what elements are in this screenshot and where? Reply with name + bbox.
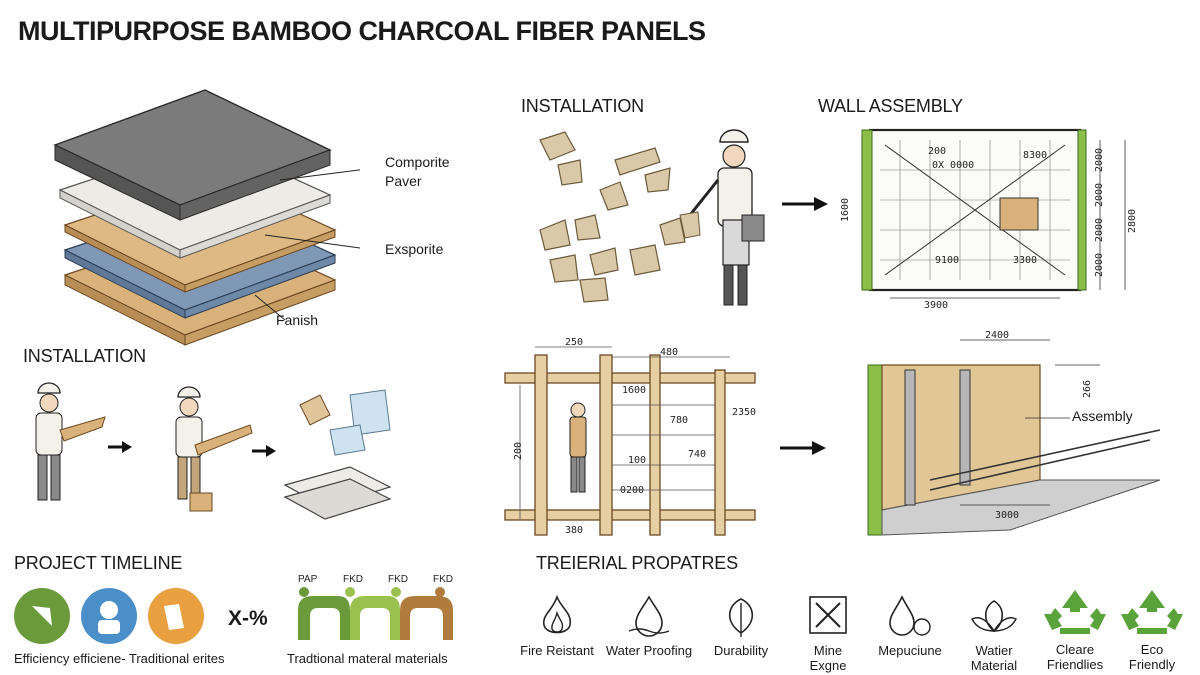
recycle-icon [1044,590,1106,634]
wall-dim-2: 0X 0000 [932,160,974,171]
assembly-dim-2: 3000 [995,510,1019,521]
wall-assembly-heading: WALL ASSEMBLY [818,96,963,116]
wall-dim-4: 2000 [1094,148,1105,172]
page-title: MULTIPURPOSE BAMBOO CHARCOAL FIBER PANEL… [18,16,706,46]
frame-dim-9: 200 [513,442,524,460]
frame-diagram: 250 480 1600 2350 780 740 100 0200 380 2… [504,337,756,536]
property-mepuciune: Mepuciune [872,593,948,659]
layer-label-paver: Paver [385,173,422,189]
wall-dim-7: 2000 [1094,253,1105,277]
property-mepuciune-line1: Mepuciune [878,643,942,658]
timeline-percent: X-% [228,607,268,630]
frame-dim-2: 1600 [622,385,646,396]
property-durability: Durability [702,593,780,659]
frame-dim-6: 100 [628,455,646,466]
property-water-material: Watier Material [958,593,1030,674]
chart-label-0: PAP [298,574,318,585]
worker-step-1 [35,382,106,501]
chart-label-3: FKD [433,574,453,585]
property-cleare: Cleare Friendlies [1038,586,1112,673]
property-eco-line1: Eco [1140,642,1164,657]
installation-pieces-illustration [539,129,765,306]
installation-heading-steps: INSTALLATION [23,346,146,366]
frame-dim-7: 0200 [620,485,644,496]
layer-label-exsporite: Exsporite [385,241,444,257]
property-mine-line2: Exgne [809,657,847,673]
assembly-dim-0: 2400 [985,330,1009,341]
wall-dim-5: 2000 [1094,183,1105,207]
property-water-material-line1: Watier [975,643,1013,658]
property-fire: Fire Reistant [518,593,596,659]
wall-dim-10: 2800 [1127,209,1138,233]
wall-dim-1: 1600 [840,198,851,222]
drop-leaf-icon [889,595,931,636]
wall-dim-3: 8300 [1023,150,1047,161]
wall-dim-11: 3900 [924,300,948,310]
property-eco-line2: Friendly [1128,656,1176,672]
frame-dim-3: 2350 [732,407,756,418]
property-water-material-line2: Material [970,657,1018,673]
arrow-right-1 [782,197,828,211]
arrow-right-2 [780,441,826,455]
wall-dim-8: 9100 [935,255,959,266]
assembly-dim-1: 266 [1082,380,1093,398]
chart-label-1: FKD [343,574,363,585]
layer-label-fanish: Fanish [276,312,319,328]
tools-icon [809,596,847,634]
frame-dim-4: 780 [670,415,688,426]
wall-dim-9: 3300 [1013,255,1037,266]
timeline-caption-left: Efficiency efficiene- Traditional erites [14,651,225,666]
worker-figure [679,129,765,306]
property-mine-line1: Mine [813,643,843,658]
water-drop-icon [628,595,670,637]
frame-dim-0: 250 [565,337,583,348]
wall-assembly-diagram: 200 1600 0X 0000 8300 2000 2000 2000 200… [840,128,1138,310]
property-mine: Mine Exgne [792,593,864,674]
leaf-icon [728,598,754,637]
property-fire-line1: Fire Reistant [520,643,594,658]
recycle-icon-2 [1121,590,1183,634]
flame-icon [542,594,572,634]
layered-panel-illustration [53,89,360,346]
timeline-caption-right: Tradtional materal materials [287,651,448,666]
frame-worker [569,402,587,493]
property-water-line1: Water Proofing [605,643,693,658]
properties-heading: TREIERIAL PROPATRES [536,553,738,573]
timeline-heading: PROJECT TIMELINE [14,553,183,573]
timeline-icon-row [14,588,204,644]
wall-dim-0: 200 [928,146,946,157]
frame-dim-5: 740 [688,449,706,460]
installation-heading-top: INSTALLATION [521,96,644,116]
plant-icon [971,600,1017,633]
assembly-detail-diagram: 2400 266 3000 [867,330,1161,536]
property-eco: Eco Friendly [1116,586,1188,673]
property-cleare-line1: Cleare [1055,642,1095,657]
frame-dim-8: 380 [565,525,583,536]
property-durability-line1: Durability [713,643,769,658]
property-cleare-line2: Friendlies [1046,656,1104,672]
timeline-chart: PAP FKD FKD FKD [298,574,453,640]
frame-dim-1: 480 [660,347,678,358]
worker-step-2 [175,386,253,512]
layer-charcoal-top [53,89,332,221]
assembly-label: Assembly [1072,408,1133,424]
chart-label-2: FKD [388,574,408,585]
layer-label-composite: Comporite [385,154,450,170]
property-water: Water Proofing [604,593,694,659]
assembled-panel-pieces [283,389,392,520]
installation-steps-illustration [35,382,392,520]
wall-dim-6: 2000 [1094,218,1105,242]
